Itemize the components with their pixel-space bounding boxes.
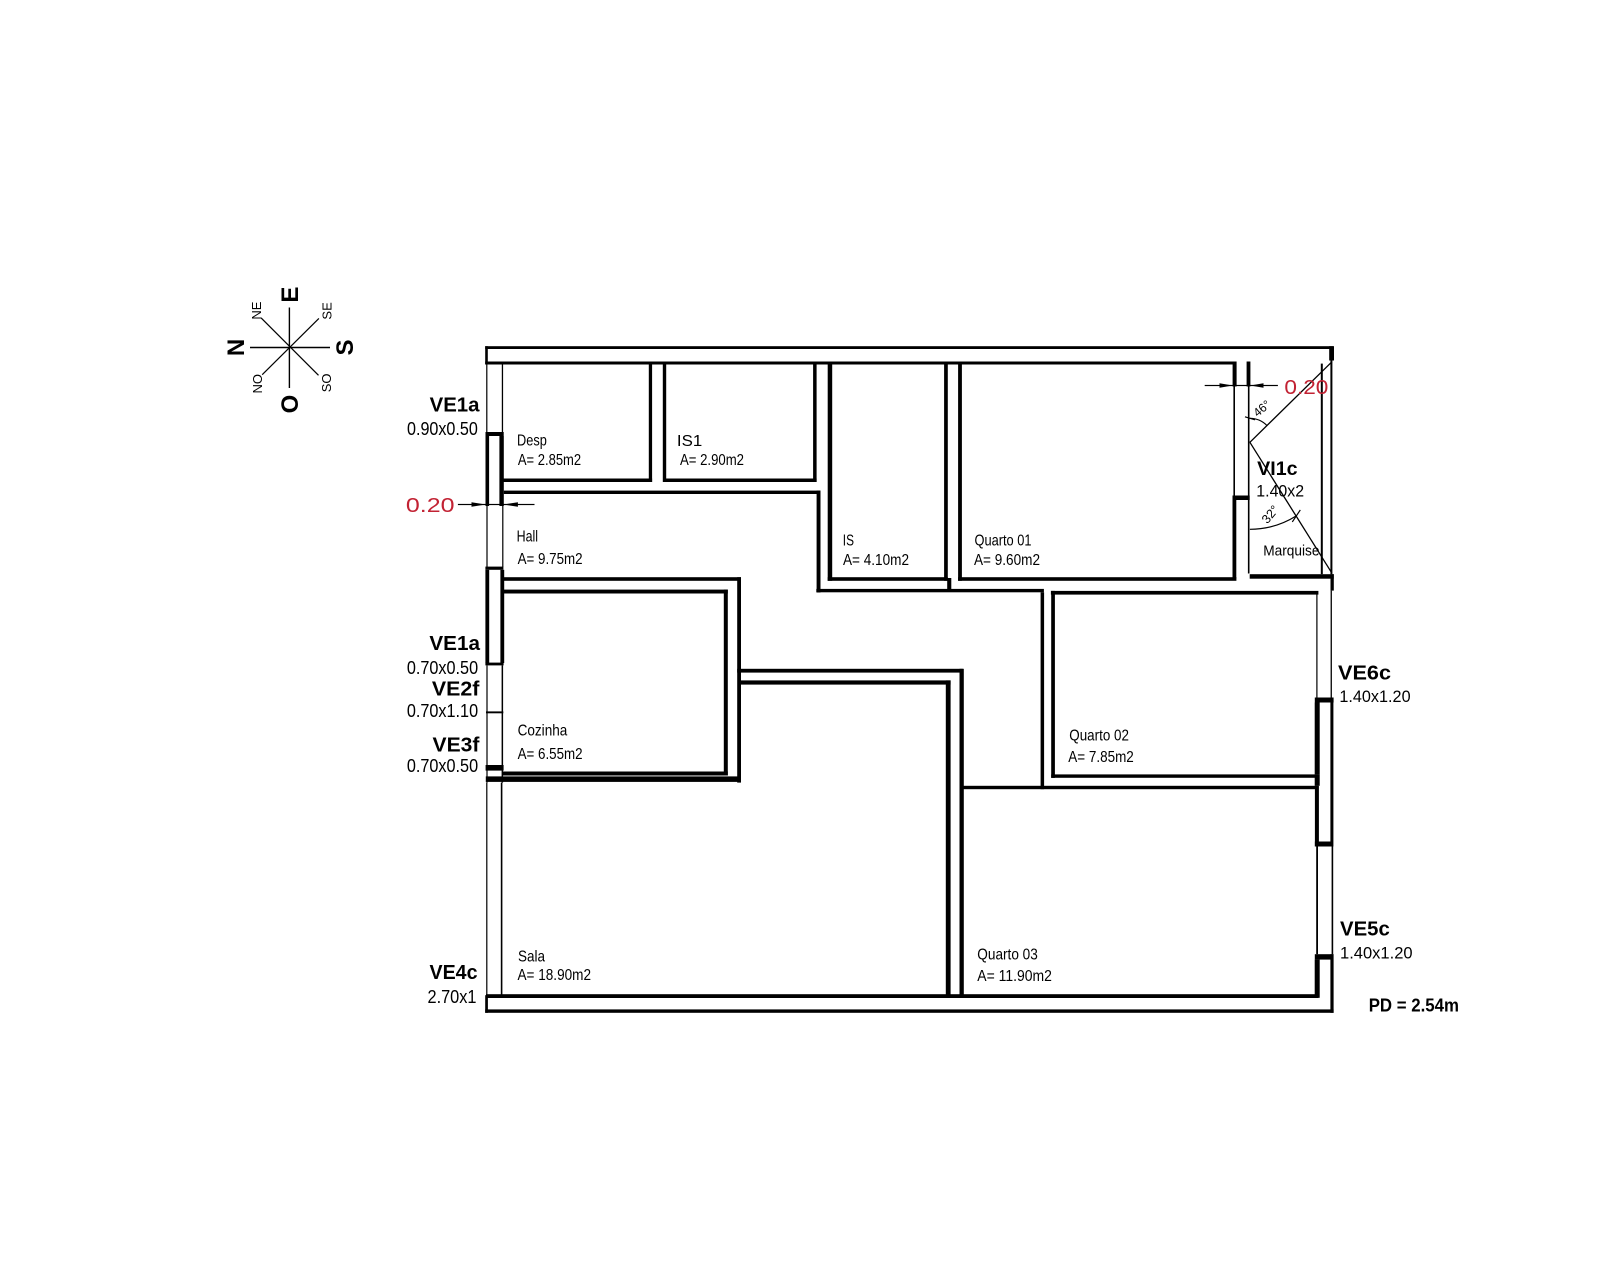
svg-text:A= 11.90m2: A= 11.90m2 [977, 968, 1052, 985]
svg-text:S: S [332, 339, 359, 355]
svg-text:Desp: Desp [517, 433, 547, 450]
svg-text:VE3f: VE3f [433, 734, 480, 756]
svg-text:A= 18.90m2: A= 18.90m2 [518, 967, 592, 984]
svg-text:A= 7.85m2: A= 7.85m2 [1068, 749, 1134, 766]
svg-text:NE: NE [249, 301, 264, 319]
svg-text:A= 2.85m2: A= 2.85m2 [518, 452, 581, 469]
svg-text:0.70x1.10: 0.70x1.10 [407, 701, 478, 721]
svg-text:0.70x0.50: 0.70x0.50 [407, 658, 478, 678]
svg-text:1.40x1.20: 1.40x1.20 [1340, 944, 1413, 963]
svg-text:A= 9.60m2: A= 9.60m2 [974, 552, 1040, 569]
svg-text:Quarto 02: Quarto 02 [1069, 727, 1129, 744]
svg-text:2.70x1: 2.70x1 [428, 987, 477, 1007]
svg-text:A= 6.55m2: A= 6.55m2 [518, 746, 583, 763]
svg-text:SE: SE [319, 302, 334, 320]
svg-text:0.20: 0.20 [406, 495, 455, 517]
svg-text:Hall: Hall [517, 529, 538, 546]
svg-text:VE5c: VE5c [1340, 919, 1390, 941]
svg-text:IS1: IS1 [677, 433, 702, 450]
svg-text:0.70x0.50: 0.70x0.50 [407, 756, 478, 776]
svg-text:Quarto 01: Quarto 01 [975, 533, 1032, 550]
svg-text:SO: SO [319, 374, 334, 393]
svg-text:VI1c: VI1c [1257, 459, 1298, 480]
svg-text:Sala: Sala [518, 948, 545, 965]
svg-text:E: E [277, 287, 304, 303]
svg-text:A= 2.90m2: A= 2.90m2 [680, 452, 744, 469]
svg-text:0.20: 0.20 [1284, 377, 1328, 399]
svg-text:NO: NO [250, 374, 265, 394]
svg-text:1.40x2: 1.40x2 [1256, 483, 1304, 501]
svg-text:VE1a: VE1a [429, 633, 480, 655]
svg-text:VE6c: VE6c [1338, 663, 1391, 685]
svg-text:VE2f: VE2f [432, 679, 480, 701]
svg-text:PD = 2.54m: PD = 2.54m [1369, 996, 1459, 1016]
svg-text:VE4c: VE4c [430, 962, 478, 984]
svg-text:1.40x1.20: 1.40x1.20 [1339, 687, 1410, 706]
svg-text:O: O [277, 395, 304, 414]
svg-text:IS: IS [843, 533, 854, 550]
svg-text:N: N [223, 339, 250, 356]
svg-text:VE1a: VE1a [430, 395, 481, 417]
svg-text:Quarto 03: Quarto 03 [977, 947, 1038, 964]
svg-text:A= 4.10m2: A= 4.10m2 [843, 552, 909, 569]
svg-text:Marquise: Marquise [1263, 543, 1319, 560]
svg-text:0.90x0.50: 0.90x0.50 [407, 419, 478, 439]
svg-text:A= 9.75m2: A= 9.75m2 [518, 551, 583, 568]
svg-text:Cozinha: Cozinha [518, 723, 568, 740]
